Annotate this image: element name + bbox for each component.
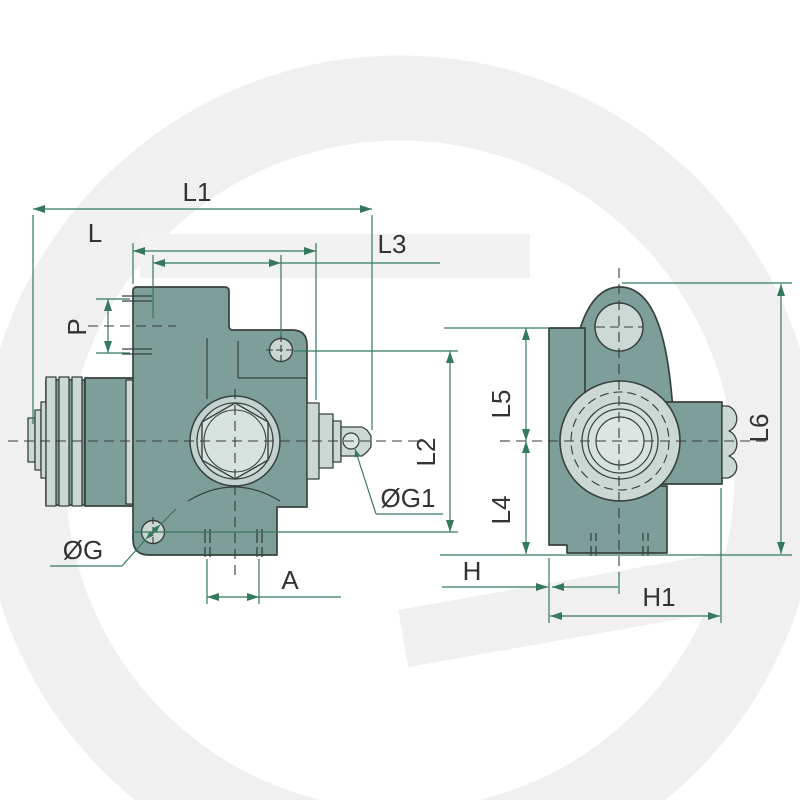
dimension-system: L1 L L3 P ØG A ØG1 L2 L5 L4 L6 H H1	[32, 177, 792, 623]
end-cap-nut	[721, 405, 738, 479]
bottom-thread-marks	[204, 529, 263, 557]
watermark-band	[398, 536, 800, 668]
side-thread-marks	[590, 533, 649, 556]
shaft-step-3	[40, 401, 47, 479]
label-L2: L2	[411, 438, 441, 467]
splined-shaft	[27, 376, 134, 507]
shaft-flange	[84, 377, 134, 507]
label-H: H	[463, 556, 482, 586]
label-H1: H1	[642, 582, 675, 612]
dim-line-OG1	[354, 448, 377, 515]
flange-seam	[125, 379, 134, 505]
label-L6: L6	[744, 414, 774, 443]
label-L5: L5	[486, 390, 516, 419]
label-L: L	[88, 218, 102, 248]
label-P: P	[62, 318, 92, 335]
shaft-step-2	[34, 409, 42, 471]
shaft-step-1	[27, 417, 36, 463]
label-L1: L1	[183, 177, 212, 207]
dimension-lines	[33, 205, 785, 620]
dim-line-OG	[145, 524, 161, 540]
label-OG: ØG	[63, 535, 103, 565]
port-thread-marks	[122, 295, 152, 355]
label-L3: L3	[378, 229, 407, 259]
label-OG1: ØG1	[381, 483, 436, 513]
watermark-bar	[140, 234, 530, 278]
dimension-labels: L1 L L3 P ØG A ØG1 L2 L5 L4 L6 H H1	[62, 177, 774, 612]
label-L4: L4	[486, 496, 516, 525]
side-view	[500, 268, 772, 578]
casting-arc	[187, 486, 281, 502]
label-A: A	[281, 565, 299, 595]
front-view	[8, 286, 420, 577]
